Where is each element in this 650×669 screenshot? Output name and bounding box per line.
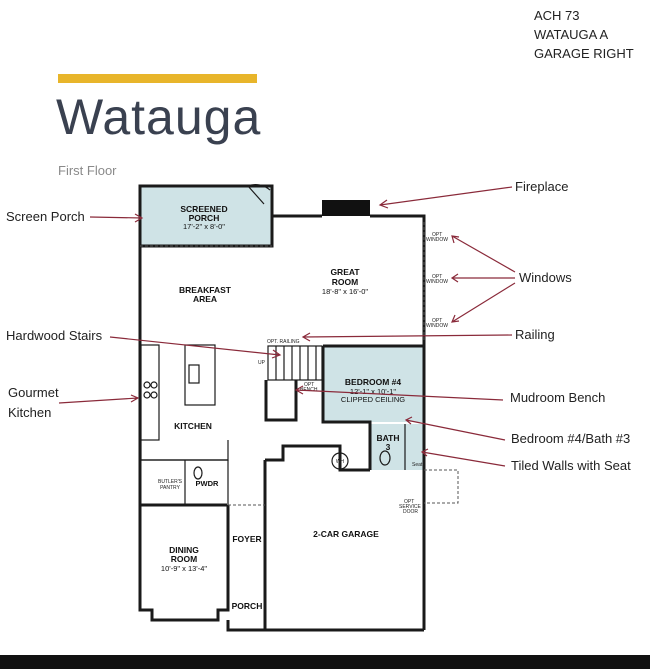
opt-bench-label: OPT	[304, 382, 314, 388]
opt-service-door-label: SERVICE	[399, 504, 422, 510]
opt-window-label: OPT	[432, 318, 442, 324]
plan-code-line: ACH 73	[534, 8, 580, 23]
bath-fill	[370, 424, 424, 470]
breakfast-label: AREA	[193, 294, 217, 304]
railing-callout: Railing	[515, 327, 555, 342]
opt-window-label: WINDOW	[426, 237, 448, 243]
dining-wall	[138, 505, 230, 622]
kitchen-island	[184, 344, 216, 406]
dining-dims: 10'-9" x 13'-4"	[161, 564, 207, 573]
kitchen-label: KITCHEN	[174, 421, 212, 431]
seat-label: Seat	[412, 462, 423, 468]
tiled-walls-callout: Tiled Walls with Seat	[511, 458, 631, 473]
up-label: UP	[258, 360, 266, 366]
butlers-pantry-label: BUTLER'S	[158, 479, 183, 485]
gourmet-callout: Gourmet	[8, 385, 59, 400]
screen-porch-arrow	[89, 213, 144, 223]
great-room-dims: 18'-8" x 16'-0"	[322, 287, 368, 296]
screened-porch-label: SCREENED	[180, 204, 227, 214]
opt-railing-label: OPT. RAILING	[267, 339, 300, 345]
windows-arrow	[451, 235, 516, 273]
cooktop-burner	[143, 381, 151, 389]
railing-arrow	[301, 332, 513, 342]
fireplace-arrow	[378, 186, 513, 209]
bedroom4-label: BEDROOM #4	[345, 377, 401, 387]
mudroom-bench-arrow	[294, 385, 504, 401]
butlers-pantry-label: PANTRY	[160, 485, 180, 491]
hardwood-stairs-arrow	[109, 336, 282, 359]
stairs	[267, 345, 323, 381]
floor-subtitle: First Floor	[58, 163, 117, 178]
opt-bench-label: BENCH	[300, 387, 318, 393]
fireplace-callout: Fireplace	[515, 179, 568, 194]
opt-service-door-label: OPT	[404, 499, 414, 505]
foyer-label: FOYER	[232, 534, 261, 544]
great-room-label: GREAT	[330, 267, 360, 277]
kitchen-callout: Kitchen	[8, 405, 51, 420]
screen-porch-callout: Screen Porch	[6, 209, 85, 224]
tiled-walls-arrow	[420, 448, 506, 467]
kitchen-counter-lower	[140, 440, 229, 461]
cooktop-burner	[150, 391, 158, 399]
plan-title: Watauga	[56, 89, 262, 145]
breakfast-label: BREAKFAST	[179, 285, 232, 295]
bath3-label: 3	[386, 442, 391, 452]
opt-window-label: WINDOW	[426, 323, 448, 329]
dining-label: DINING	[169, 545, 199, 555]
great-room-label: ROOM	[332, 277, 358, 287]
bath3-label: BATH	[377, 433, 400, 443]
cooktop-burner	[143, 391, 151, 399]
bottom-bar	[0, 655, 650, 669]
windows-arrow	[450, 273, 515, 283]
plan-code-line: GARAGE RIGHT	[534, 46, 634, 61]
garage-door-dashed	[424, 469, 459, 504]
island-sink	[188, 364, 200, 384]
mudroom-wall	[264, 380, 298, 422]
pantry-wall	[140, 459, 229, 505]
opt-service-door-label: DOOR	[403, 509, 418, 515]
bedroom-fill	[323, 346, 423, 422]
bedroom4-note: CLIPPED CEILING	[341, 395, 405, 404]
screened-porch-dims: 17'-2" x 8'-0"	[183, 222, 225, 231]
water-heater	[331, 452, 349, 470]
garage-label: 2-CAR GARAGE	[313, 529, 379, 539]
powder-toilet	[193, 466, 203, 480]
pwdr-label: PWDR	[196, 479, 219, 488]
screened-porch-label: PORCH	[189, 213, 220, 223]
dining-label: ROOM	[171, 554, 197, 564]
plan-code-line: WATAUGA A	[534, 27, 609, 42]
bedroom-bath-arrow	[404, 416, 506, 441]
gourmet-kitchen-arrow	[58, 394, 140, 404]
wh-label: WH	[336, 459, 345, 465]
screened-porch-fill	[140, 186, 272, 246]
opt-window-label: OPT	[432, 232, 442, 238]
hardwood-stairs-callout: Hardwood Stairs	[6, 328, 103, 343]
left-counter	[140, 344, 160, 441]
bedroom-wall	[321, 344, 424, 470]
bedroom4-dims: 12'-1" x 10'-1"	[350, 387, 396, 396]
windows-arrow	[451, 282, 516, 323]
bedroom-bath-callout: Bedroom #4/Bath #3	[511, 431, 630, 446]
windows-callout: Windows	[519, 270, 572, 285]
opt-window-label: WINDOW	[426, 279, 448, 285]
plan-code: ACH 73 WATAUGA A GARAGE RIGHT	[534, 6, 634, 63]
cooktop-burner	[150, 381, 158, 389]
mudroom-bench-callout: Mudroom Bench	[510, 390, 605, 405]
fireplace-box	[322, 200, 370, 216]
opt-window-label: OPT	[432, 274, 442, 280]
porch-small-wall	[226, 620, 265, 632]
porch-label: PORCH	[232, 601, 263, 611]
porch-door-swing	[247, 184, 271, 205]
toilet	[379, 450, 391, 466]
accent-bar	[58, 74, 257, 83]
